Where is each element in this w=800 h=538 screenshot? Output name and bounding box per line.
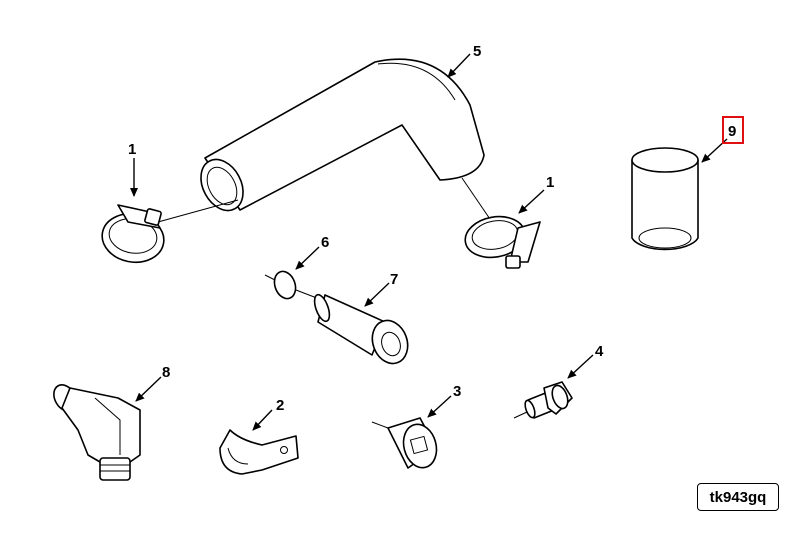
reference-code-label: tk943gq: [697, 483, 779, 511]
leader-lines: [130, 53, 728, 431]
leader-4: [567, 354, 594, 379]
hose-clamp-right-part: [464, 215, 541, 269]
leader-7: [364, 282, 390, 307]
callout-6: 6: [321, 234, 329, 251]
plug-part: [371, 417, 438, 469]
callout-7: 7: [390, 271, 398, 288]
callout-4: 4: [595, 343, 604, 360]
hose-straight-part: [631, 147, 699, 251]
callout-3: 3: [453, 383, 461, 400]
leader-2: [252, 409, 273, 431]
hose-elbow-part: [157, 58, 493, 223]
callout-2: 2: [276, 397, 284, 414]
leader-6: [295, 246, 320, 270]
callout-9-highlight-box: [722, 116, 744, 144]
leader-3: [427, 395, 452, 418]
callout-9: 9: [728, 123, 736, 140]
callout-8: 8: [162, 364, 170, 381]
connector-part: [313, 293, 409, 365]
callout-1-right: 1: [546, 174, 554, 191]
elbow-fitting-part: [53, 384, 141, 481]
callouts: 1 1 2 3 4 5 6 7 8 9: [128, 43, 744, 414]
bolt-part: [513, 381, 573, 419]
o-ring-part: [264, 270, 323, 301]
leader-1-right: [518, 189, 545, 214]
leader-8: [135, 376, 162, 402]
p-clip-part: [219, 429, 299, 475]
callout-5: 5: [473, 43, 481, 60]
callout-1-left: 1: [128, 141, 136, 158]
leader-5: [447, 53, 471, 78]
hose-clamp-left-part: [101, 204, 165, 264]
